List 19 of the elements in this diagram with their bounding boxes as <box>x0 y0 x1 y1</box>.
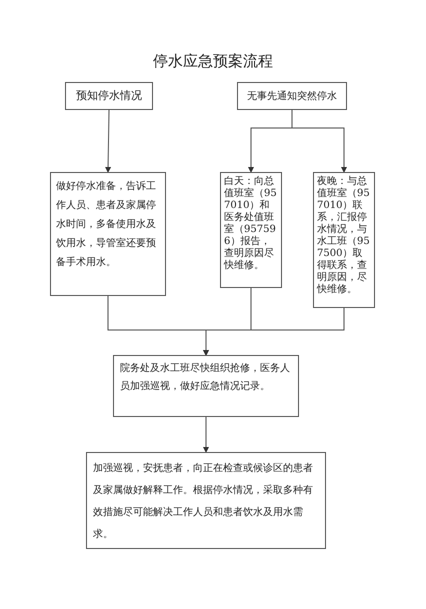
box-text: 院务处及水工班尽快组织抢修，医务人员加强巡视，做好应急情况记录。 <box>120 363 290 392</box>
process-box <box>313 172 375 308</box>
box-text: 夜晚：与总值班室（957010）联系，汇报停水情况，与水工班（957500）取得联系，查明原因，尽快维修。 <box>317 176 370 295</box>
box-text: 白天：向总值班室（957010）和医务处值班室（957596）报告，查明原因尽快维修。 <box>224 176 277 271</box>
process-box <box>237 82 347 110</box>
box-text: 做好停水准备，告诉工作人员、患者及家属停水时间，多备使用水及饮用水，导管室还要预备手术用水。 <box>56 181 156 268</box>
process-box <box>65 82 153 110</box>
arrow <box>292 110 347 173</box>
box-text: 无事先通知突然停水 <box>247 90 337 104</box>
box-text: 预知停水情况 <box>76 88 142 104</box>
process-box <box>220 172 282 288</box>
arrow <box>105 110 112 173</box>
title: 停水应急预案流程 <box>152 51 274 72</box>
process-box <box>113 355 299 417</box>
box-text: 加强巡视，安抚患者，向正在检查或候诊区的患者及家属做好解释工作。根据停水情况，采取多种有效措施尽可能解决工作人员和患者饮水及用水需求。 <box>93 463 313 540</box>
process-box <box>86 452 326 549</box>
process-box <box>50 172 166 296</box>
arrow <box>203 308 344 356</box>
arrow <box>203 416 209 453</box>
